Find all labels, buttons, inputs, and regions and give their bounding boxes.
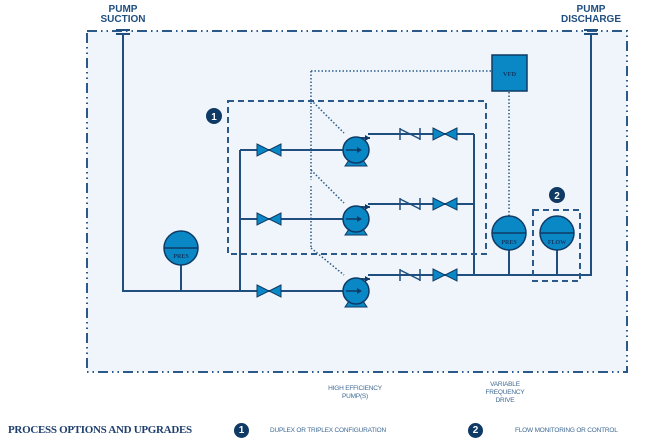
svg-text:2: 2 [554, 191, 560, 202]
option-2-badge: 2 [549, 187, 565, 203]
vfd-label: VFD [503, 71, 517, 78]
caption-line: FREQUENCY [485, 389, 525, 396]
option-1-badge: 1 [206, 108, 222, 124]
pressure-gauge-suction[interactable]: PRES [163, 230, 199, 266]
skid-boundary [86, 30, 628, 373]
drive-caption: VARIABLE FREQUENCY DRIVE [470, 381, 540, 405]
pump-icon[interactable] [342, 204, 370, 236]
svg-text:1: 1 [211, 112, 217, 123]
pump-discharge-label: PUMP DISCHARGE [556, 5, 626, 25]
check-valve-icon[interactable] [368, 128, 433, 140]
caption-line: DRIVE [495, 397, 515, 404]
caption-line: VARIABLE [490, 381, 520, 388]
caption-line: PUMP(S) [341, 393, 369, 400]
valve-icon[interactable] [432, 197, 458, 211]
check-valve-icon[interactable] [368, 269, 433, 281]
suction-piping [116, 29, 345, 292]
skid-background [87, 31, 627, 372]
pumps-caption: HIGH EFFICIENCY PUMP(S) [310, 385, 400, 401]
pressure-gauge-discharge[interactable]: PRES [491, 215, 527, 251]
valve-icon[interactable] [256, 284, 282, 298]
valve-icon[interactable] [432, 127, 458, 141]
vfd-box[interactable]: VFD [491, 54, 528, 92]
legend-badge-2: 2 [468, 423, 483, 438]
option-1-boundary [227, 100, 487, 255]
pump-suction-label: PUMP SUCTION [98, 5, 148, 25]
pressure-label: PRES [173, 254, 189, 260]
valve-icon[interactable] [256, 143, 282, 157]
label-line: PUMP [108, 4, 138, 15]
legend-text-1: DUPLEX OR TRIPLEX CONFIGURATION [270, 427, 386, 434]
check-valve-icon[interactable] [368, 198, 433, 210]
label-line: SUCTION [100, 14, 146, 25]
valve-icon[interactable] [256, 212, 282, 226]
legend-title: PROCESS OPTIONS AND UPGRADES [8, 424, 192, 436]
pump-icon[interactable] [342, 276, 370, 308]
label-line: DISCHARGE [560, 14, 621, 25]
flow-label: FLOW [548, 240, 566, 246]
legend-badge-1: 1 [234, 423, 249, 438]
legend-text-2: FLOW MONITORING OR CONTROL [515, 427, 618, 434]
valve-icon[interactable] [432, 268, 458, 282]
option-2-boundary [532, 209, 581, 282]
caption-line: HIGH EFFICIENCY [328, 385, 382, 392]
pump-icon[interactable] [342, 135, 370, 167]
label-line: PUMP [576, 4, 606, 15]
control-signal-lines [310, 70, 510, 276]
pressure-label: PRES [501, 240, 517, 246]
flow-meter[interactable]: FLOW [539, 215, 575, 251]
